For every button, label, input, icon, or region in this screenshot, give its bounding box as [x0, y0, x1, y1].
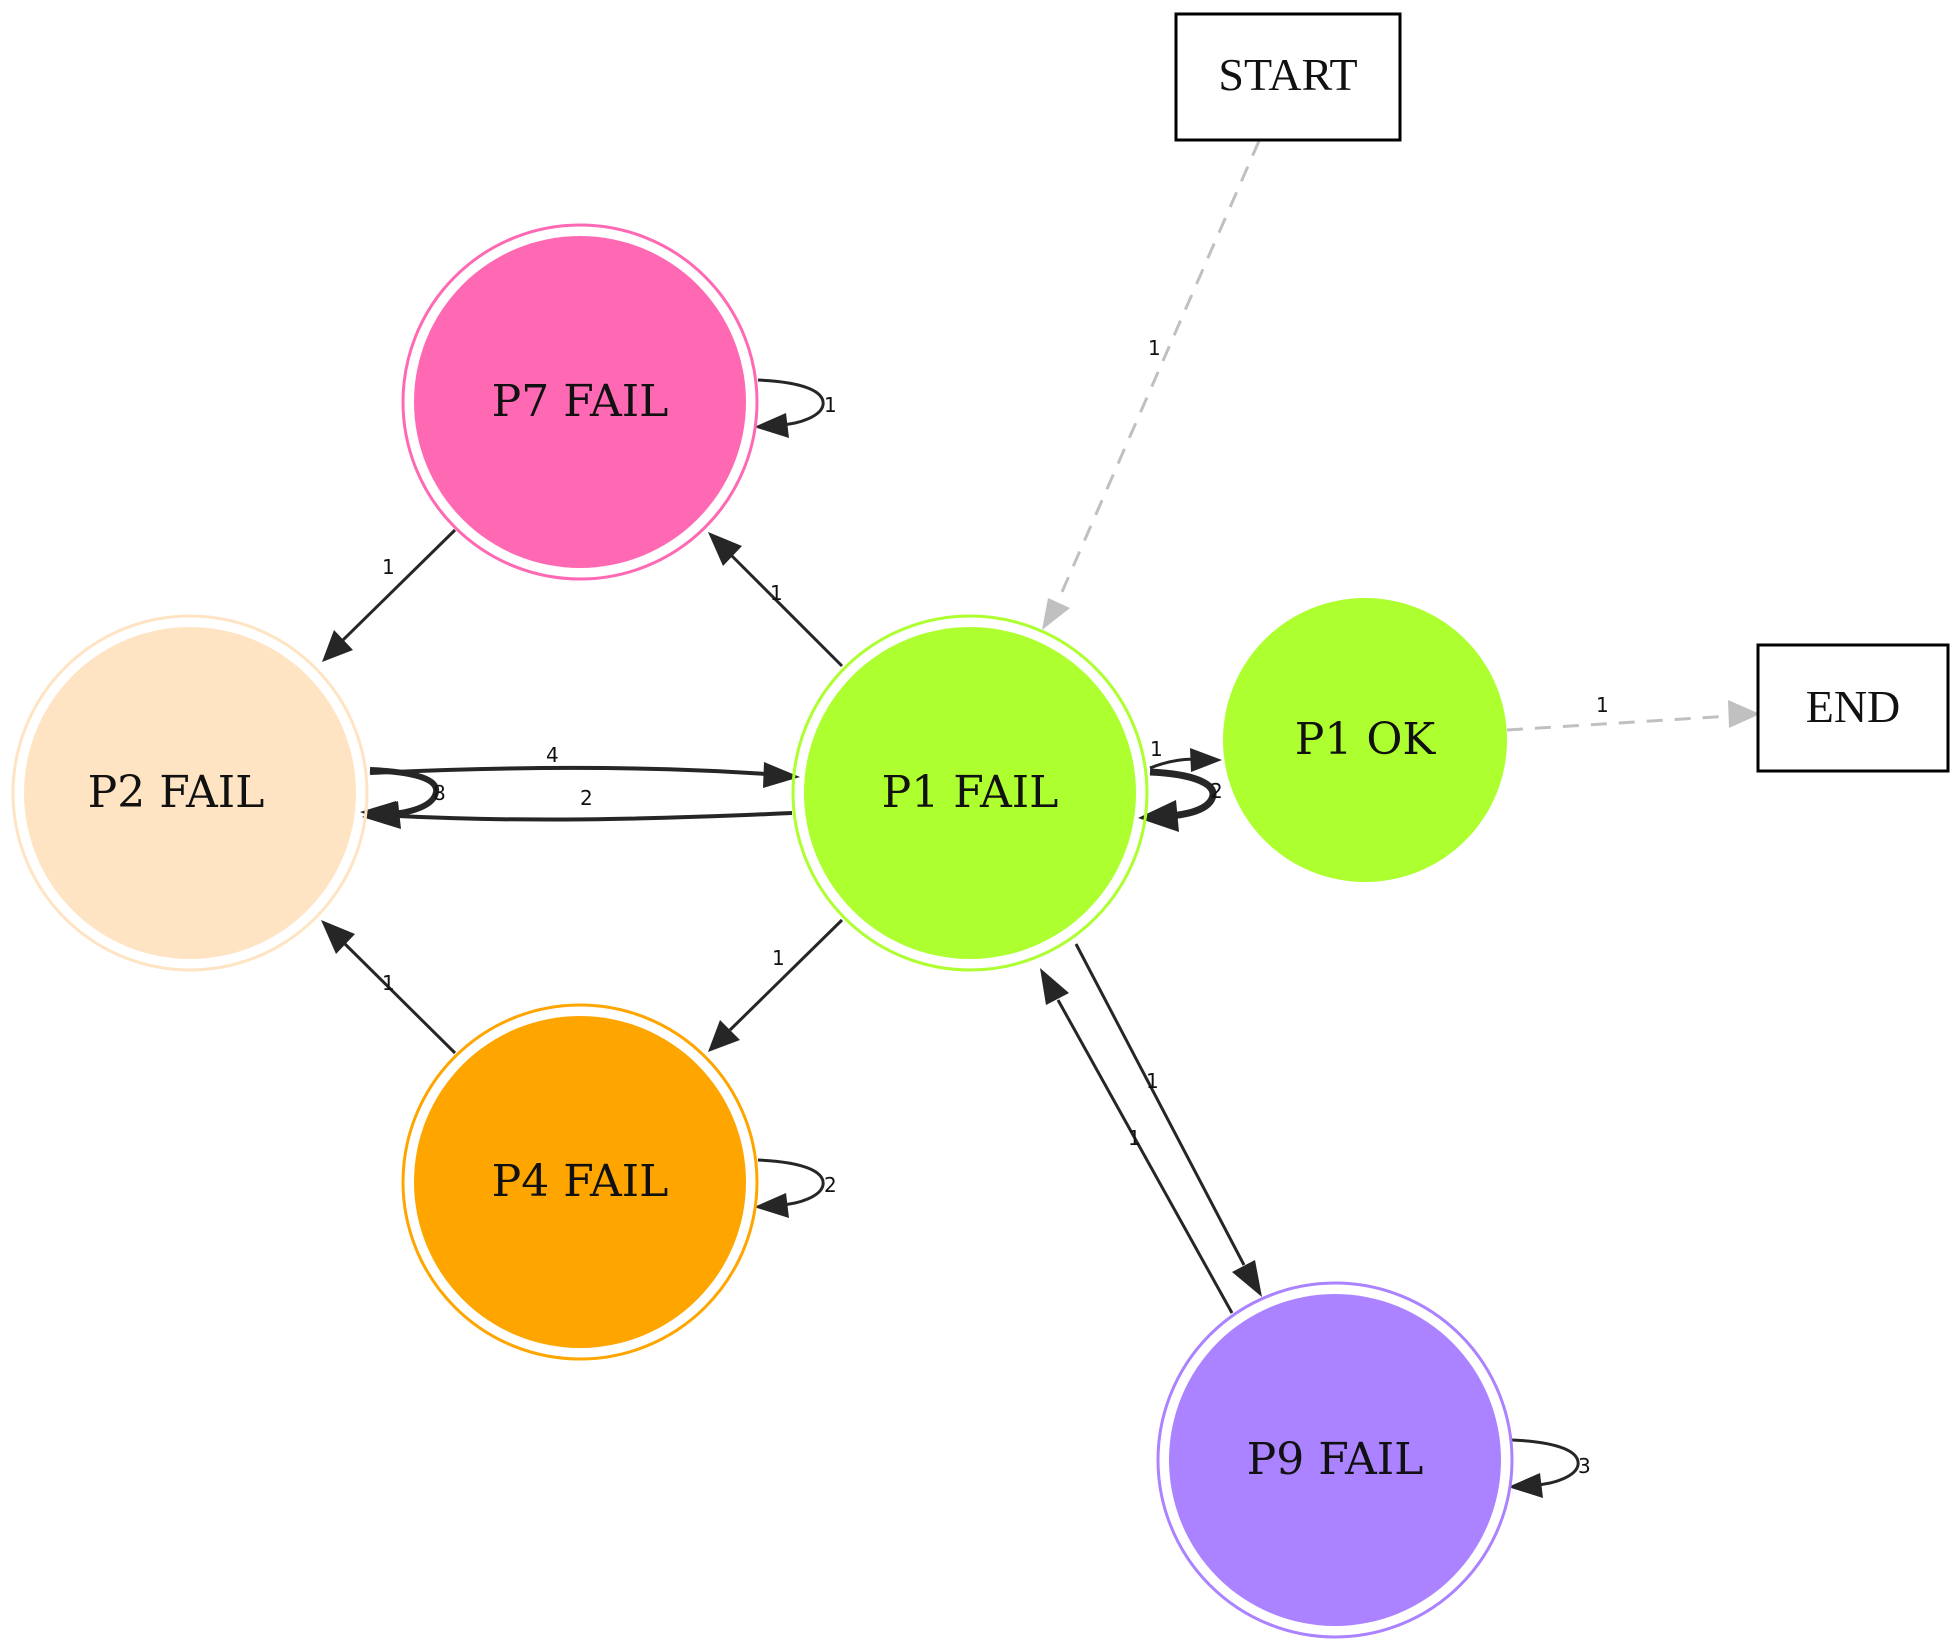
edge-p1-fail-to-p9: 1 — [1074, 943, 1262, 1297]
edge-p1-fail-to-p1-ok: 1 — [1149, 737, 1222, 772]
edge-p1-fail-to-p4: 1 — [708, 918, 844, 1052]
edge-label: 8 — [433, 781, 446, 805]
node-p2-fail[interactable]: P2 FAIL — [11, 614, 369, 972]
edge-p1-fail-to-p7-arrowhead — [708, 532, 742, 566]
edge-p2-self-loop: 8 — [362, 767, 446, 829]
node-label: P7 FAIL — [492, 376, 669, 427]
edge-p2-to-p1-fail-arrowhead — [763, 762, 800, 788]
edge-p1-fail-to-p4-arrowhead — [708, 1020, 740, 1052]
edge-p1-ok-to-end-arrowhead — [1728, 700, 1760, 728]
edge-label: 4 — [546, 743, 559, 767]
edge-p9-to-p1-fail-arrowhead — [1040, 968, 1069, 1005]
edge-start-to-p1-fail: 1 — [1042, 140, 1261, 630]
edge-label: 3 — [1578, 1454, 1591, 1478]
edge-label: 1 — [1146, 1069, 1159, 1093]
edge-p1-fail-self-loop-arrowhead — [1138, 800, 1179, 832]
edge-p4-to-p2-arrowhead — [321, 920, 355, 954]
node-label: END — [1806, 681, 1901, 732]
edge-p7-self-loop-arrowhead — [754, 413, 789, 438]
edge-label: 1 — [772, 946, 785, 970]
edge-label: 2 — [1210, 779, 1223, 803]
node-p1-fail[interactable]: P1 FAIL — [791, 614, 1149, 972]
edge-label: 1 — [382, 555, 395, 579]
node-p9-fail[interactable]: P9 FAIL — [1156, 1281, 1514, 1639]
node-p7-fail[interactable]: P7 FAIL — [401, 223, 759, 581]
edge-p7-to-p2-arrowhead — [322, 630, 353, 662]
edge-label: 1 — [824, 393, 837, 417]
edge-p2-self-loop-arrowhead — [362, 801, 401, 829]
node-label: P2 FAIL — [88, 767, 265, 818]
edge-p7-self-loop: 1 — [754, 378, 837, 438]
edge-p9-self-loop: 3 — [1508, 1438, 1591, 1498]
edge-label: 1 — [1596, 693, 1609, 717]
edge-label: 1 — [1128, 1126, 1141, 1150]
node-label: P9 FAIL — [1247, 1434, 1424, 1485]
edge-label: 1 — [382, 971, 395, 995]
edge-p2-to-p1-fail: 4 — [369, 743, 800, 788]
edge-p9-to-p1-fail: 1 — [1040, 968, 1234, 1314]
node-start[interactable]: START — [1174, 12, 1402, 142]
edge-p7-to-p2: 1 — [322, 528, 457, 662]
node-label: P1 OK — [1295, 714, 1437, 765]
node-label: START — [1218, 49, 1357, 100]
node-label: P4 FAIL — [492, 1156, 669, 1207]
edge-p1-ok-to-end: 1 — [1506, 693, 1760, 732]
edge-p4-self-loop-arrowhead — [754, 1193, 789, 1218]
edge-label: 1 — [1150, 737, 1163, 761]
edge-p1-fail-to-p1-ok-arrowhead — [1190, 748, 1222, 772]
edge-label: 2 — [824, 1173, 837, 1197]
node-label: P1 FAIL — [882, 767, 1059, 818]
edge-p4-to-p2: 1 — [321, 920, 457, 1055]
edge-p9-self-loop-arrowhead — [1508, 1473, 1543, 1498]
edge-p1-fail-to-p9-arrowhead — [1232, 1260, 1262, 1297]
edge-start-to-p1-fail-arrowhead — [1042, 598, 1070, 630]
edge-p1-fail-self-loop: 2 — [1138, 768, 1223, 832]
edge-label: 1 — [770, 581, 783, 605]
node-p1-ok[interactable]: P1 OK — [1223, 598, 1507, 882]
edge-label: 1 — [1148, 336, 1161, 360]
node-end[interactable]: END — [1756, 643, 1950, 773]
edge-p4-self-loop: 2 — [754, 1158, 837, 1218]
edge-p1-fail-to-p7: 1 — [708, 532, 844, 668]
node-p4-fail[interactable]: P4 FAIL — [401, 1003, 759, 1361]
edge-label: 2 — [580, 786, 593, 810]
